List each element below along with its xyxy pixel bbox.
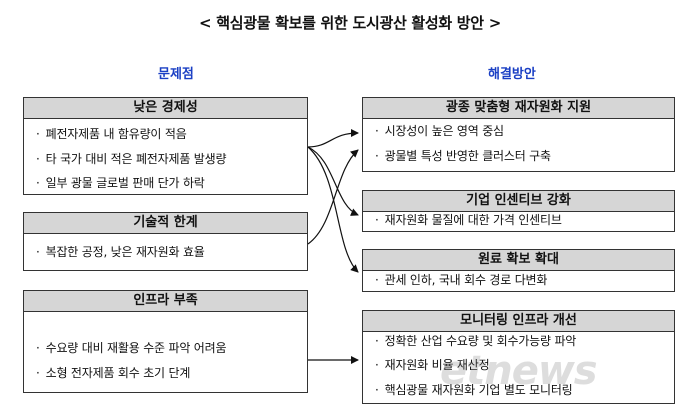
solution-title: 원료 확보 확대 — [363, 250, 674, 271]
arrow-economics-to-mineral-support — [307, 129, 359, 148]
solution-item: 관세 인하, 국내 회수 경로 다변화 — [375, 273, 548, 287]
problem-title: 낮은 경제성 — [24, 98, 307, 119]
solutions-column-header: 해결방안 — [488, 67, 536, 82]
problem-item: 타 국가 대비 적은 폐전자제품 발생량 — [36, 152, 227, 166]
problem-box-infrastructure: 인프라 부족 수요량 대비 재활용 수준 파악 어려움 소형 전자제품 회수 초… — [23, 290, 308, 393]
arrow-technology-to-mineral-support — [307, 149, 359, 245]
solution-title: 모니터링 인프라 개선 — [363, 311, 674, 332]
solution-box-monitoring: 모니터링 인프라 개선 정확한 산업 수요량 및 회수가능량 파악 재자원화 비… — [362, 310, 675, 404]
problem-item: 수요량 대비 재활용 수준 파악 어려움 — [36, 341, 227, 355]
watermark-logo: etnews — [440, 348, 598, 394]
solution-item: 광물별 특성 반영한 클러스터 구축 — [375, 149, 551, 163]
problem-title: 기술적 한계 — [24, 213, 307, 234]
solution-item: 정확한 산업 수요량 및 회수가능량 파악 — [375, 334, 577, 348]
solution-title: 광종 맞춤형 재자원화 지원 — [363, 98, 674, 119]
problem-item: 일부 광물 글로벌 판매 단가 하락 — [36, 176, 205, 190]
solution-item: 핵심광물 재자원화 기업 별도 모니터링 — [375, 383, 573, 397]
solution-box-incentive: 기업 인센티브 강화 재자원화 물질에 대한 가격 인센티브 — [362, 190, 675, 232]
problem-item: 소형 전자제품 회수 초기 단계 — [36, 366, 191, 380]
problem-item: 폐전자제품 내 함유량이 적음 — [36, 127, 187, 141]
solution-title: 기업 인센티브 강화 — [363, 191, 674, 212]
arrow-economics-to-raw-material — [307, 146, 359, 273]
solution-box-mineral-support: 광종 맞춤형 재자원화 지원 시장성이 높은 영역 중심 광물별 특성 반영한 … — [362, 97, 675, 172]
problem-title: 인프라 부족 — [24, 291, 307, 312]
solution-box-raw-material: 원료 확보 확대 관세 인하, 국내 회수 경로 다변화 — [362, 249, 675, 292]
problem-box-technology: 기술적 한계 복잡한 공정, 낮은 재자원화 효율 — [23, 212, 308, 271]
solution-item: 재자원화 비율 재산정 — [375, 358, 490, 372]
solution-item: 재자원화 물질에 대한 가격 인센티브 — [375, 213, 562, 227]
solution-item: 시장성이 높은 영역 중심 — [375, 124, 504, 138]
problems-column-header: 문제점 — [158, 67, 194, 82]
problem-item: 복잡한 공정, 낮은 재자원화 효율 — [36, 245, 205, 259]
arrow-economics-to-incentive — [307, 146, 359, 216]
diagram-title: < 핵심광물 확보를 위한 도시광산 활성화 방안 > — [199, 14, 501, 32]
problem-box-economics: 낮은 경제성 폐전자제품 내 함유량이 적음 타 국가 대비 적은 폐전자제품 … — [23, 97, 308, 195]
